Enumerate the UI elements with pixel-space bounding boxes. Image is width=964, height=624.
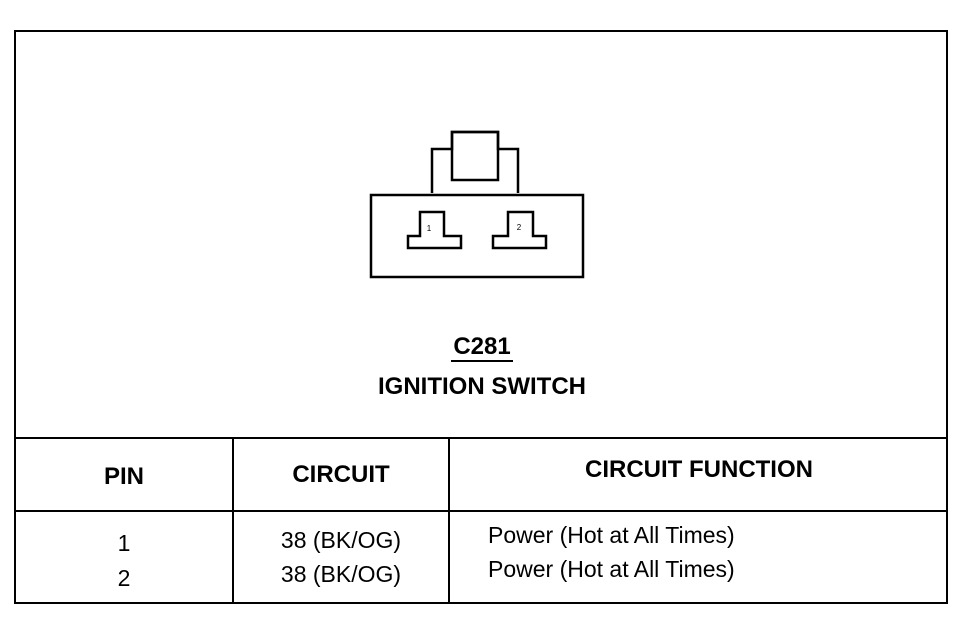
connector-id: C281 xyxy=(451,333,513,362)
terminal-1 xyxy=(406,210,463,250)
column-divider-2 xyxy=(448,437,450,604)
row-1-circuit: 38 (BK/OG) xyxy=(280,527,402,553)
table-top-rule xyxy=(16,437,948,439)
terminal-2-label: 2 xyxy=(517,223,522,232)
terminal-1-label: 1 xyxy=(427,224,432,233)
connector-latch-top xyxy=(450,130,500,182)
header-circuit: CIRCUIT xyxy=(292,461,390,488)
header-pin: PIN xyxy=(103,463,144,490)
header-circuit-function: CIRCUIT FUNCTION xyxy=(585,456,813,483)
row-1-function: Power (Hot at All Times) xyxy=(488,522,735,548)
terminal-2 xyxy=(491,210,548,250)
column-divider-1 xyxy=(232,437,234,604)
diagram-frame xyxy=(14,30,948,604)
row-2-function: Power (Hot at All Times) xyxy=(488,556,735,582)
row-1-pin: 1 xyxy=(117,530,131,556)
connector-latch xyxy=(430,130,520,193)
connector-name: IGNITION SWITCH xyxy=(378,373,586,400)
table-header-rule xyxy=(16,510,948,512)
row-2-circuit: 38 (BK/OG) xyxy=(280,561,402,587)
connector-body xyxy=(369,193,585,279)
row-2-pin: 2 xyxy=(117,565,131,591)
